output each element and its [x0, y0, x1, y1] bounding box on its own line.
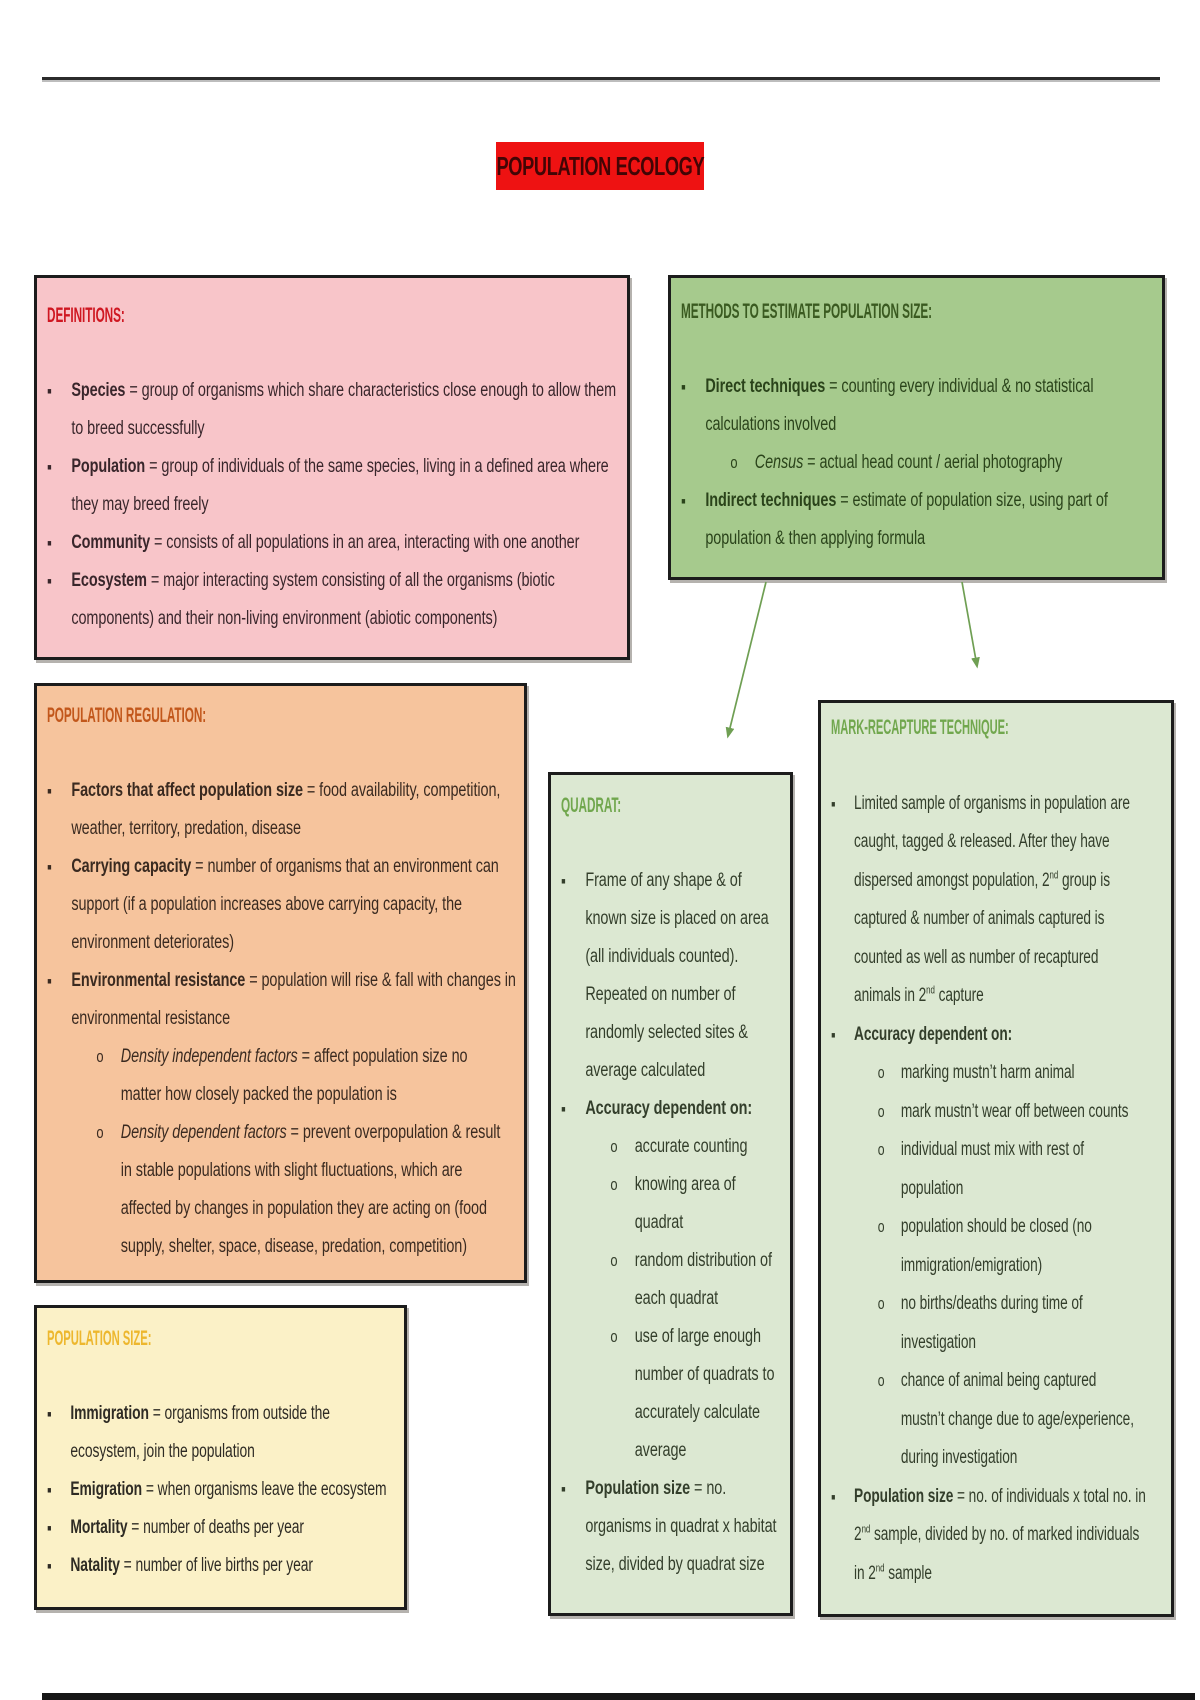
sub-bullet-item: population should be closed (no immigrat…: [831, 1208, 1171, 1285]
bullet-item: Population size = no. organisms in quadr…: [561, 1470, 790, 1584]
box-title: QUADRAT:: [561, 793, 622, 817]
bullet-item: Mortality = number of deaths per year: [47, 1509, 404, 1547]
bullet-item: Immigration = organisms from outside the…: [47, 1395, 404, 1471]
arrow-to-mark-recapture: [961, 581, 980, 669]
sub-bullet-item: use of large enough number of quadrats t…: [561, 1318, 790, 1470]
box-content: DEFINITIONS: Species = group of organism…: [47, 296, 627, 638]
definitions-box: DEFINITIONS: Species = group of organism…: [34, 275, 630, 660]
bullet-item: Environmental resistance = population wi…: [47, 962, 524, 1038]
box-content: POPULATION REGULATION: Factors that affe…: [47, 696, 524, 1266]
sub-bullet-item: Density independent factors = affect pop…: [47, 1038, 524, 1114]
sub-bullet-item: Census = actual head count / aerial phot…: [681, 444, 1162, 482]
bullet-item: Factors that affect population size = fo…: [47, 772, 524, 848]
bullet-list: Factors that affect population size = fo…: [47, 772, 524, 1266]
box-content: MARK-RECAPTURE TECHNIQUE: Limited sample…: [831, 708, 1171, 1594]
mark-recapture-box: MARK-RECAPTURE TECHNIQUE: Limited sample…: [818, 700, 1174, 1617]
bullet-item: Direct techniques = counting every indiv…: [681, 368, 1162, 444]
bullet-list: Limited sample of organisms in populatio…: [831, 785, 1171, 1594]
arrow-to-quadrat: [725, 581, 767, 739]
bullet-item: Species = group of organisms which share…: [47, 372, 627, 448]
sub-bullet-item: individual must mix with rest of populat…: [831, 1131, 1171, 1208]
methods-box: METHODS TO ESTIMATE POPULATION SIZE: Dir…: [668, 275, 1165, 580]
bullet-item: Frame of any shape & of known size is pl…: [561, 862, 790, 1090]
bullet-item: Natality = number of live births per yea…: [47, 1547, 404, 1585]
box-content: METHODS TO ESTIMATE POPULATION SIZE: Dir…: [681, 292, 1162, 558]
sub-bullet-item: no births/deaths during time of investig…: [831, 1285, 1171, 1362]
sub-bullet-item: Density dependent factors = prevent over…: [47, 1114, 524, 1266]
population-regulation-box: POPULATION REGULATION: Factors that affe…: [34, 683, 527, 1283]
sub-bullet-item: random distribution of each quadrat: [561, 1242, 790, 1318]
top-divider-line: [42, 77, 1160, 82]
bullet-list: Species = group of organisms which share…: [47, 372, 627, 638]
bullet-item: Emigration = when organisms leave the ec…: [47, 1471, 404, 1509]
box-title: MARK-RECAPTURE TECHNIQUE:: [831, 715, 1009, 739]
bullet-item: Indirect techniques = estimate of popula…: [681, 482, 1162, 558]
bullet-item: Population = group of individuals of the…: [47, 448, 627, 524]
bullet-item: Accuracy dependent on:: [831, 1016, 1171, 1055]
bullet-list: Immigration = organisms from outside the…: [47, 1395, 404, 1585]
page-title-badge: POPULATION ECOLOGY: [496, 142, 704, 190]
sub-bullet-item: knowing area of quadrat: [561, 1166, 790, 1242]
bullet-item: Ecosystem = major interacting system con…: [47, 562, 627, 638]
box-title: DEFINITIONS:: [47, 303, 125, 327]
bullet-item: Accuracy dependent on:: [561, 1090, 790, 1128]
box-content: QUADRAT: Frame of any shape & of known s…: [561, 786, 790, 1584]
bullet-item: Community = consists of all populations …: [47, 524, 627, 562]
sub-bullet-item: mark mustn’t wear off between counts: [831, 1093, 1171, 1132]
bullet-item: Carrying capacity = number of organisms …: [47, 848, 524, 962]
sub-bullet-item: marking mustn’t harm animal: [831, 1054, 1171, 1093]
bullet-list: Frame of any shape & of known size is pl…: [561, 862, 790, 1584]
bullet-item: Limited sample of organisms in populatio…: [831, 785, 1171, 1016]
bullet-item: Population size = no. of individuals x t…: [831, 1478, 1171, 1594]
box-content: POPULATION SIZE: Immigration = organisms…: [47, 1319, 404, 1585]
sub-bullet-item: accurate counting: [561, 1128, 790, 1166]
box-title: POPULATION SIZE:: [47, 1326, 152, 1350]
box-title: POPULATION REGULATION:: [47, 703, 207, 727]
population-size-box: POPULATION SIZE: Immigration = organisms…: [34, 1305, 407, 1610]
bottom-scan-bar: [42, 1693, 1195, 1700]
quadrat-box: QUADRAT: Frame of any shape & of known s…: [548, 772, 793, 1616]
box-title: METHODS TO ESTIMATE POPULATION SIZE:: [681, 299, 932, 323]
bullet-list: Direct techniques = counting every indiv…: [681, 368, 1162, 558]
sub-bullet-item: chance of animal being captured mustn’t …: [831, 1362, 1171, 1478]
page-title: POPULATION ECOLOGY: [496, 150, 704, 181]
